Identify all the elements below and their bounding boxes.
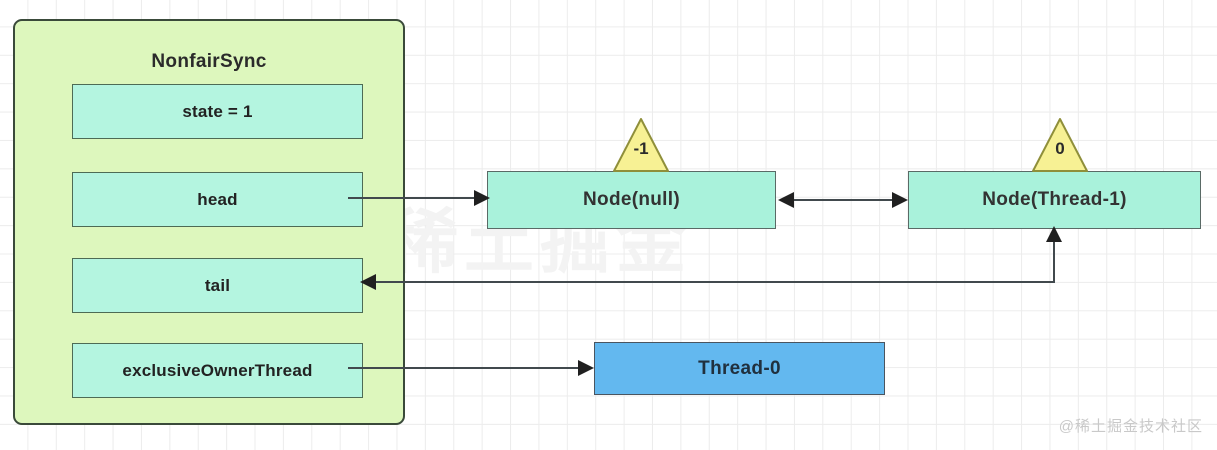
node-thread1-label: Node(Thread-1) <box>982 189 1127 210</box>
owner-thread-label: Thread-0 <box>698 357 781 379</box>
node-null-label: Node(null) <box>583 189 680 210</box>
waitstatus-triangle-node-thread1: 0 <box>1031 117 1089 173</box>
owner-thread-box: Thread-0 <box>594 342 885 395</box>
node-thread1-box: Node(Thread-1) <box>908 171 1201 229</box>
node-null-box: Node(null) <box>487 171 776 229</box>
waitstatus-triangle-node-null: -1 <box>612 117 670 173</box>
field-state: state = 1 <box>72 84 363 139</box>
waitstatus-value-node-thread1: 0 <box>1055 139 1065 158</box>
connector-head-to-node-null <box>348 190 490 206</box>
panel-title: NonfairSync <box>151 51 267 72</box>
field-head: head <box>72 172 363 227</box>
connector-tail-to-node-thread1 <box>360 226 1062 290</box>
field-tail: tail <box>72 258 363 313</box>
nonfairsync-panel: NonfairSync state = 1 head tail exclusiv… <box>13 19 405 425</box>
waitstatus-value-node-null: -1 <box>633 139 649 158</box>
field-exclusive-owner-thread: exclusiveOwnerThread <box>72 343 363 398</box>
connector-owner-to-thread0 <box>348 360 594 376</box>
connector-node-null-to-node-thread1 <box>778 192 908 208</box>
corner-watermark: @稀土掘金技术社区 <box>1058 418 1203 435</box>
